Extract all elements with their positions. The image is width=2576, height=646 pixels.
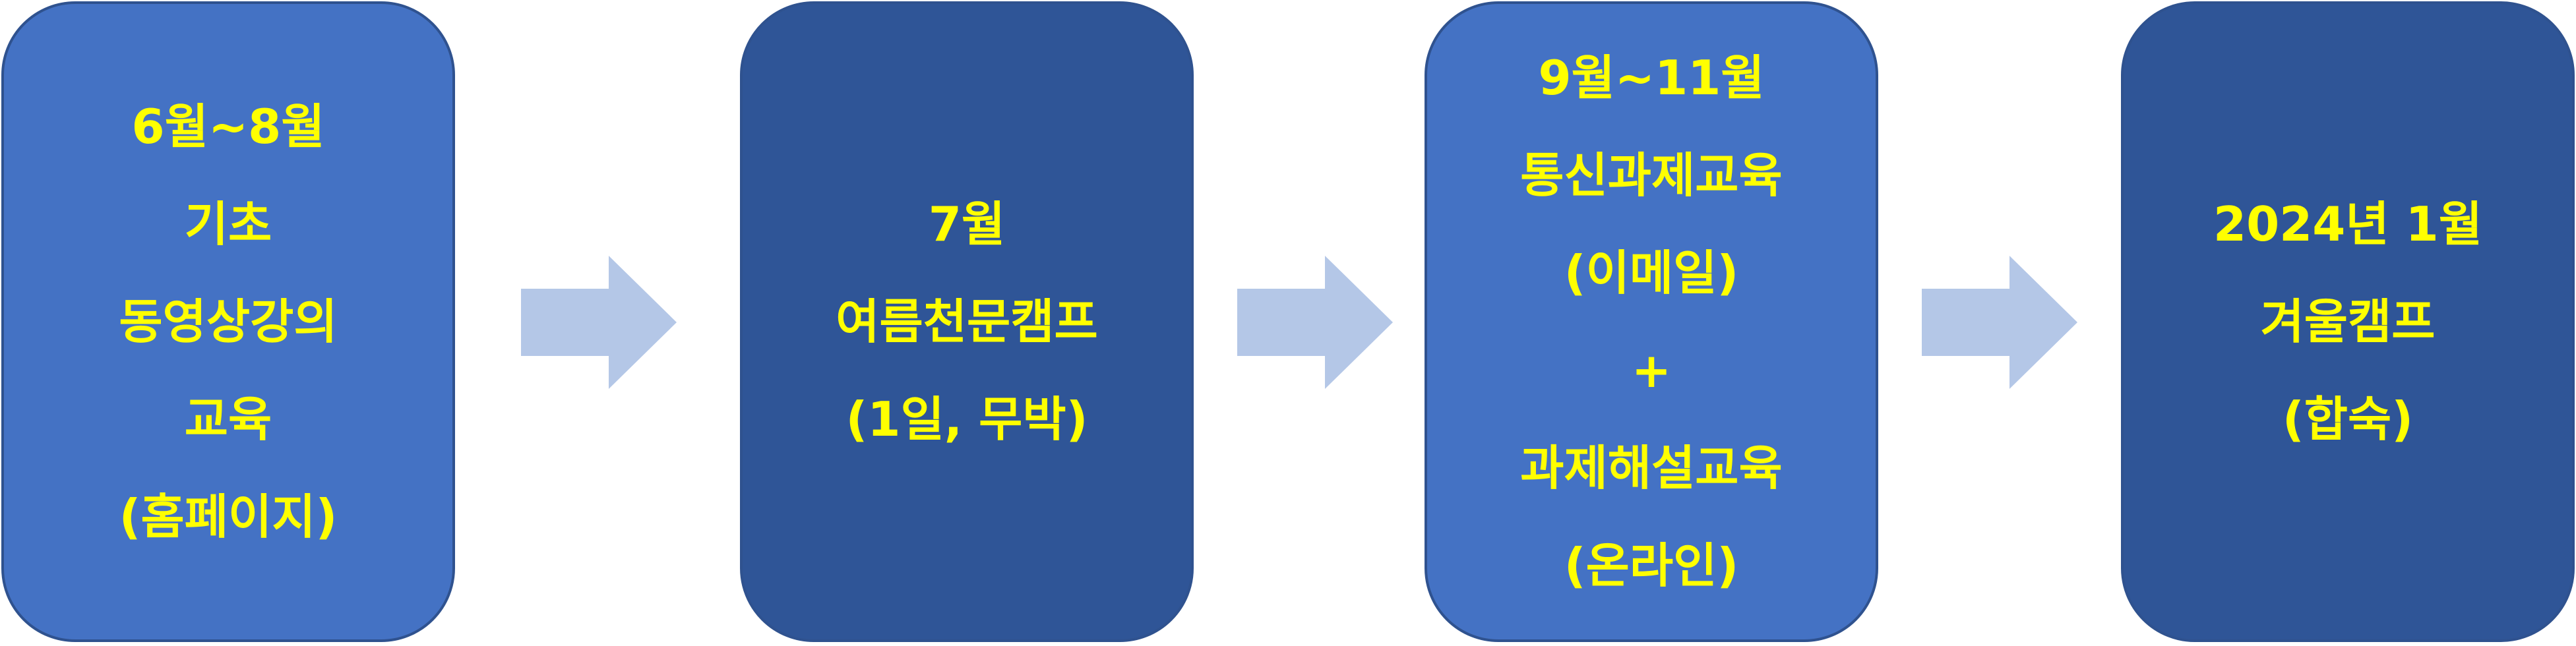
right-arrow-icon (521, 256, 677, 389)
step-title-line: 겨울캠프 (2260, 294, 2436, 349)
step-period: 9월~11월 (1538, 50, 1765, 105)
step-box-basic-video-lecture: 6월~8월 기초 동영상강의 교육 (홈페이지) (1, 1, 455, 642)
right-arrow-icon (1237, 256, 1393, 389)
step-note: (온라인) (1564, 538, 1739, 593)
step-period: 2024년 1월 (2213, 196, 2483, 252)
step-title-line: 과제해설교육 (1520, 440, 1783, 496)
step-note: (이메일) (1564, 245, 1739, 301)
step-plus-sign: + (1631, 343, 1672, 398)
right-arrow-icon (1922, 256, 2077, 389)
step-box-winter-camp: 2024년 1월 겨울캠프 (합숙) (2121, 1, 2575, 642)
step-title-line: 동영상강의 (119, 294, 338, 349)
step-title-line: 여름천문캠프 (836, 294, 1098, 349)
step-title-line: 교육 (184, 392, 272, 447)
step-period: 6월~8월 (131, 99, 325, 154)
step-period: 7월 (928, 196, 1006, 252)
step-box-correspondence-course: 9월~11월 통신과제교육 (이메일) + 과제해설교육 (온라인) (1425, 1, 1878, 642)
step-note: (1일, 무박) (845, 392, 1088, 447)
step-title-line: 기초 (184, 196, 272, 252)
step-note: (홈페이지) (119, 489, 338, 544)
step-box-summer-camp: 7월 여름천문캠프 (1일, 무박) (740, 1, 1194, 642)
step-title-line: 통신과제교육 (1520, 148, 1783, 203)
step-note: (합숙) (2282, 392, 2414, 447)
